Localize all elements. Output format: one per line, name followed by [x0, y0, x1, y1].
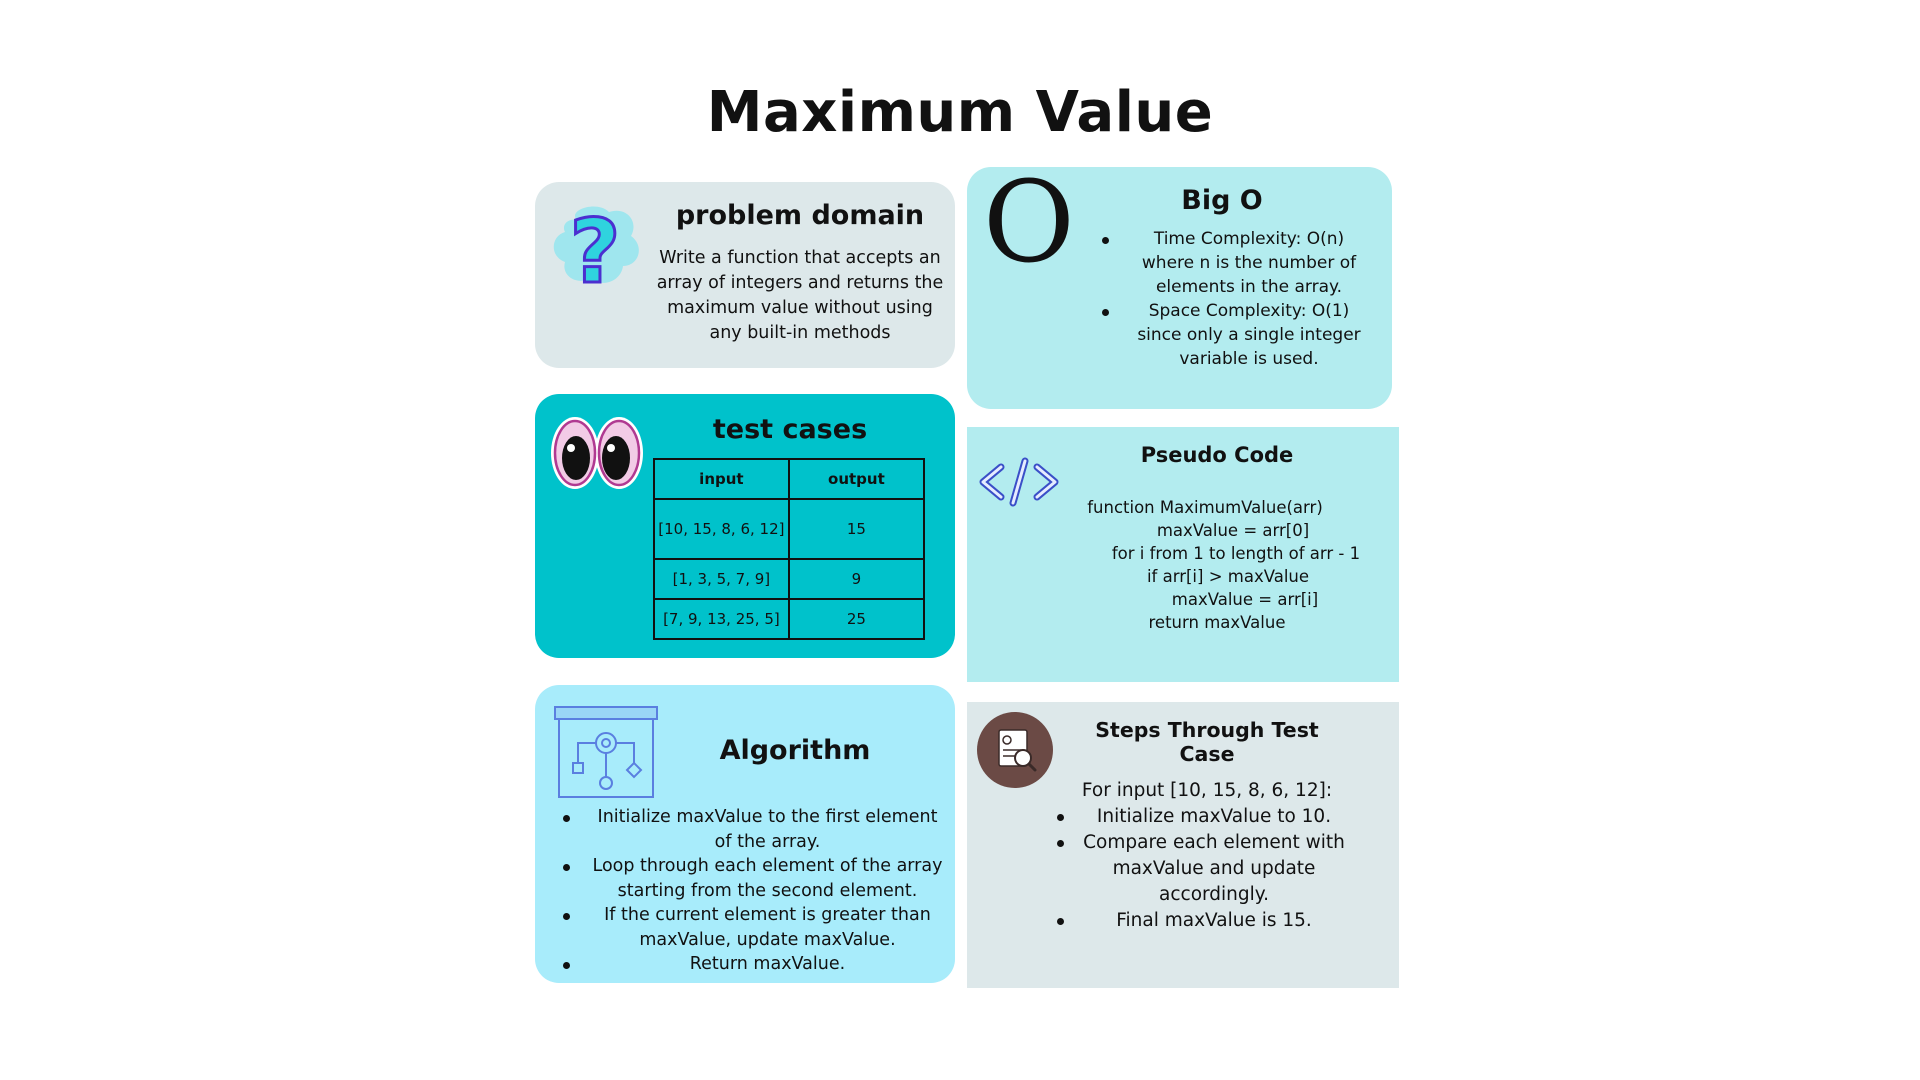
pseudo-code-line: for i from 1 to length of arr - 1 — [1111, 544, 1361, 563]
algorithm-list: Initialize maxValue to the first element… — [563, 805, 948, 977]
pseudo-code-line: maxValue = arr[i] — [1171, 590, 1319, 609]
table-cell: [1, 3, 5, 7, 9] — [653, 558, 790, 600]
big-o-list: Time Complexity: O(n) where n is the num… — [1102, 227, 1372, 371]
list-item: If the current element is greater than m… — [563, 903, 948, 952]
table-cell: 9 — [787, 558, 926, 600]
big-o-title: Big O — [1181, 185, 1263, 216]
problem-domain-card: ? problem domain Write a function that a… — [535, 182, 955, 368]
pseudo-code-title: Pseudo Code — [1140, 443, 1294, 467]
svg-text:?: ? — [569, 200, 620, 300]
table-cell: 25 — [787, 598, 926, 640]
list-item: Final maxValue is 15. — [1057, 908, 1347, 934]
list-item: Return maxValue. — [563, 952, 948, 977]
test-cases-card: test cases input output [10, 15, 8, 6, 1… — [535, 394, 955, 658]
report-search-icon — [977, 712, 1053, 788]
table-cell: [7, 9, 13, 25, 5] — [653, 598, 790, 640]
list-item: Initialize maxValue to the first element… — [563, 805, 948, 854]
table-row: [1, 3, 5, 7, 9] 9 — [653, 558, 926, 600]
table-cell: [10, 15, 8, 6, 12] — [653, 498, 790, 560]
pseudo-code-line: function MaximumValue(arr) — [1087, 498, 1323, 517]
question-mark-icon: ? — [547, 199, 645, 305]
big-o-card: O Big O Time Complexity: O(n) where n is… — [967, 163, 1392, 409]
test-cases-title: test cases — [712, 414, 868, 445]
steps-intro: For input [10, 15, 8, 6, 12]: — [1081, 780, 1333, 801]
test-cases-table: input output [10, 15, 8, 6, 12] 15 [1, 3… — [653, 458, 926, 640]
problem-domain-title: problem domain — [675, 200, 925, 231]
problem-domain-text: Write a function that accepts an array o… — [656, 248, 944, 343]
table-cell: 15 — [787, 498, 926, 560]
column-header: input — [653, 458, 790, 500]
table-row: [7, 9, 13, 25, 5] 25 — [653, 598, 926, 640]
list-item: Loop through each element of the array s… — [563, 854, 948, 903]
table-header-row: input output — [653, 458, 926, 500]
pseudo-code-card: Pseudo Code function MaximumValue(arr) m… — [967, 427, 1399, 682]
steps-card: Steps Through Test Case For input [10, 1… — [967, 702, 1399, 988]
algorithm-title: Algorithm — [719, 735, 871, 766]
code-brackets-icon — [977, 457, 1061, 507]
table-row: [10, 15, 8, 6, 12] 15 — [653, 498, 926, 560]
list-item: Compare each element with maxValue and u… — [1057, 830, 1347, 908]
page-title: Maximum Value — [706, 80, 1214, 145]
big-o-glyph: O — [983, 158, 1075, 288]
algorithm-card: Algorithm Initialize maxValue to the fir… — [535, 685, 955, 983]
pseudo-code-line: return maxValue — [1148, 613, 1286, 632]
flowchart-icon — [553, 705, 659, 801]
column-header: output — [787, 458, 926, 500]
list-item: Initialize maxValue to 10. — [1057, 804, 1347, 830]
eyes-icon — [549, 414, 645, 492]
pseudo-code-line: if arr[i] > maxValue — [1146, 567, 1310, 586]
list-item: Space Complexity: O(1) since only a sing… — [1102, 299, 1372, 371]
steps-list: Initialize maxValue to 10. Compare each … — [1057, 804, 1347, 934]
list-item: Time Complexity: O(n) where n is the num… — [1102, 227, 1372, 299]
pseudo-code-line: maxValue = arr[0] — [1156, 521, 1310, 540]
steps-title: Steps Through Test Case — [1095, 718, 1319, 766]
